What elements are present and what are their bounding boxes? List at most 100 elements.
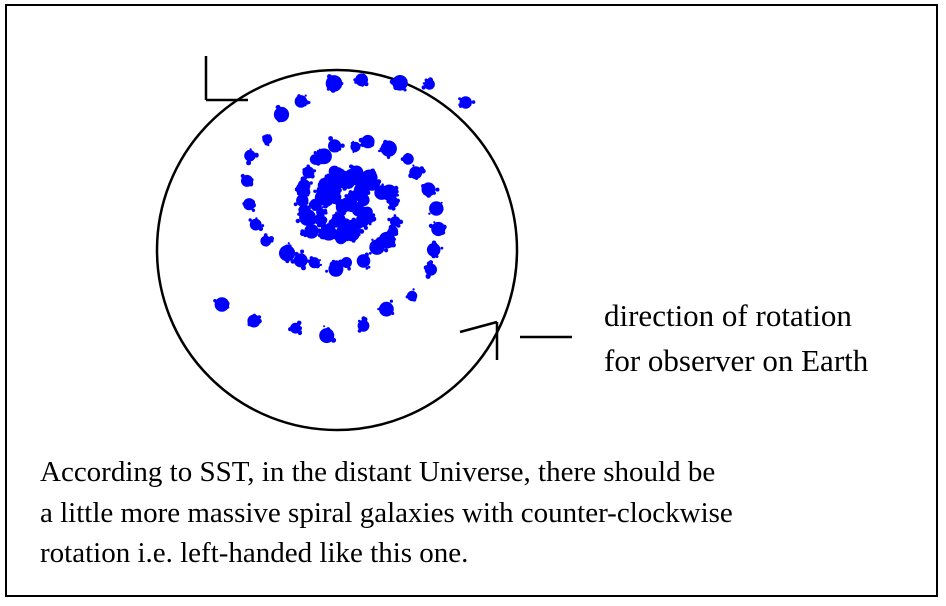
star-speck (313, 189, 317, 193)
star-speck (301, 189, 305, 193)
star-speck (331, 197, 336, 203)
star-speck (327, 173, 330, 176)
star-speck (370, 168, 376, 174)
star-speck (225, 300, 229, 304)
star-speck (391, 206, 396, 211)
star-speck (387, 312, 391, 316)
star-cluster (402, 153, 414, 165)
star-speck (227, 306, 230, 309)
rotation-label-line-2: for observer on Earth (604, 343, 869, 378)
star-speck (304, 201, 309, 205)
star-speck (355, 212, 361, 217)
star-speck (348, 264, 352, 267)
star-cluster (249, 218, 262, 231)
star-cluster (379, 301, 394, 317)
star-speck (330, 331, 334, 335)
star-speck (378, 306, 383, 311)
star-cluster (325, 75, 343, 92)
star-speck (347, 174, 351, 177)
star-speck (363, 225, 368, 230)
star-speck (327, 74, 332, 79)
star-speck (307, 187, 310, 190)
star-speck (298, 326, 302, 331)
star-speck (337, 167, 342, 172)
star-speck (363, 208, 367, 212)
star-speck (258, 226, 261, 229)
star-speck (244, 205, 248, 209)
star-cluster (279, 245, 296, 262)
star-speck (318, 205, 322, 209)
star-speck (357, 256, 361, 260)
star-speck (321, 206, 324, 209)
star-speck (278, 117, 284, 123)
star-speck (330, 87, 336, 93)
star-speck (358, 137, 364, 143)
star-speck (333, 235, 337, 240)
star-speck (353, 78, 357, 82)
star-speck (344, 194, 349, 198)
star-speck (337, 226, 340, 229)
star-speck (381, 183, 384, 186)
star-speck (300, 249, 305, 254)
star-speck (213, 299, 217, 303)
star-speck (331, 181, 336, 186)
star-speck (314, 198, 320, 204)
star-speck (301, 265, 306, 271)
star-speck (368, 222, 372, 226)
star-speck (412, 164, 415, 167)
star-speck (419, 166, 425, 172)
star-speck (255, 217, 258, 220)
star-speck (323, 208, 328, 213)
star-speck (395, 203, 399, 206)
star-speck (424, 84, 428, 88)
star-speck (367, 265, 371, 269)
star-speck (379, 241, 385, 247)
star-speck (406, 153, 409, 155)
star-speck (371, 238, 374, 241)
star-speck (309, 181, 313, 185)
star-cluster (459, 96, 472, 109)
star-speck (307, 259, 311, 263)
star-speck (396, 193, 400, 197)
star-speck (400, 157, 405, 162)
star-speck (435, 255, 439, 258)
star-speck (332, 333, 335, 336)
star-speck (306, 164, 311, 169)
star-cluster (273, 106, 290, 123)
star-speck (306, 190, 311, 195)
star-speck (256, 323, 259, 326)
star-speck (342, 238, 347, 243)
star-speck (371, 144, 374, 147)
star-speck (435, 187, 440, 192)
star-speck (433, 242, 437, 246)
star-speck (327, 234, 330, 237)
star-speck (358, 196, 362, 199)
star-speck (347, 227, 351, 232)
star-speck (387, 217, 391, 222)
star-speck (257, 315, 262, 319)
star-speck (317, 228, 322, 234)
star-speck (356, 220, 360, 224)
star-cluster (293, 253, 308, 268)
star-speck (331, 174, 336, 179)
star-speck (354, 80, 358, 84)
star-cluster (304, 224, 319, 239)
star-speck (319, 189, 324, 194)
star-speck (349, 164, 353, 169)
star-speck (294, 251, 299, 257)
star-speck (379, 147, 383, 151)
star-speck (298, 208, 301, 211)
star-speck (361, 84, 364, 87)
star-speck (303, 175, 308, 180)
star-speck (249, 178, 254, 182)
star-speck (373, 176, 376, 180)
star-speck (304, 94, 307, 97)
star-speck (324, 197, 328, 200)
star-speck (428, 260, 434, 265)
star-speck (358, 325, 361, 328)
star-speck (443, 231, 446, 234)
star-speck (262, 135, 266, 139)
star-speck (307, 101, 311, 104)
